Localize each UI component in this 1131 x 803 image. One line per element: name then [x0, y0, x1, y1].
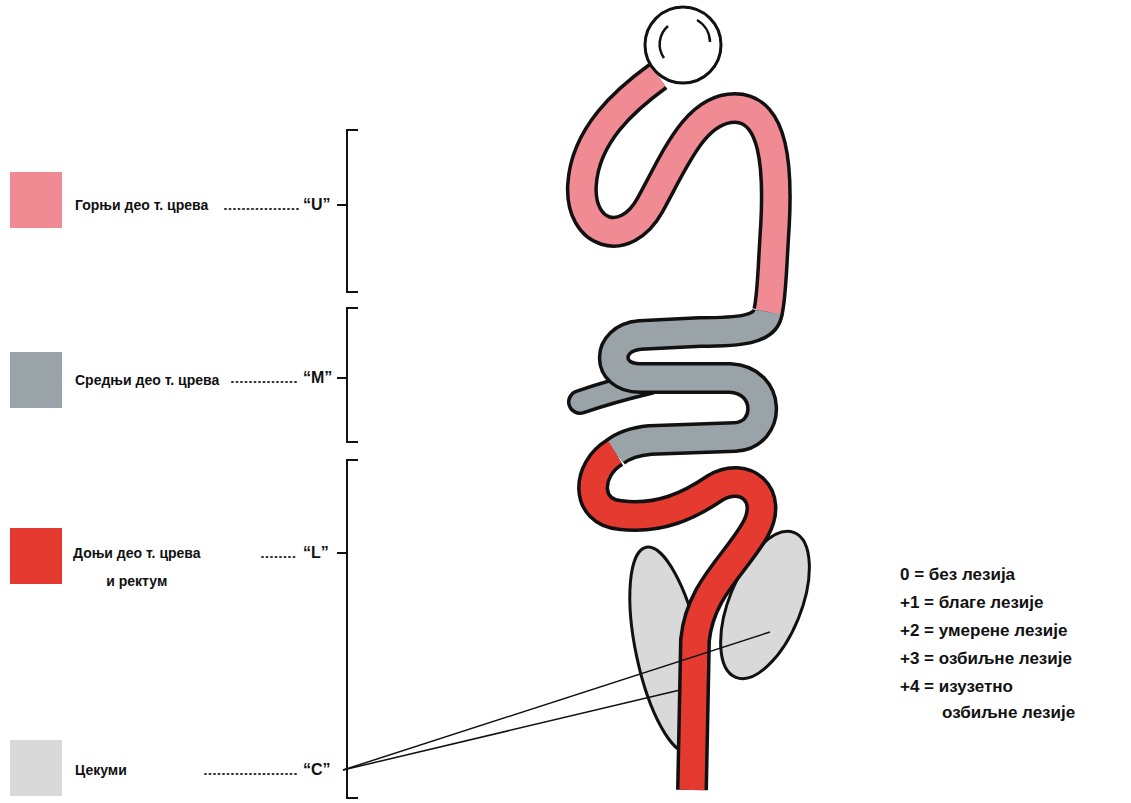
- gizzard: [645, 7, 721, 83]
- legend-swatch: [10, 172, 62, 228]
- score-label: +3 = озбиљне лезије: [900, 648, 1072, 670]
- legend-swatch: [10, 740, 62, 796]
- dotted-leader-l: [262, 556, 298, 558]
- legend-swatch: [10, 528, 62, 584]
- lower-outline: [593, 452, 761, 790]
- score-label: +4 = изузетно озбиљне лезије: [900, 674, 1077, 726]
- upper-outline: [582, 76, 776, 312]
- bracket-middle: [337, 308, 358, 442]
- bracket: [337, 130, 358, 798]
- legend-swatch: [10, 352, 62, 408]
- legend-label: Доњи део т. црева и ректум: [72, 539, 202, 595]
- leader-line: [343, 632, 770, 770]
- dotted-leader-u: [225, 208, 298, 210]
- score-label: +2 = умерене лезије: [900, 620, 1067, 642]
- bracket-lower: [337, 460, 358, 798]
- gizzard-mark: [660, 26, 668, 58]
- gizzard-mark: [697, 20, 710, 42]
- dotted-leader-m: [232, 381, 298, 383]
- upper-intestine: [582, 76, 776, 312]
- leader-left-cecum: [343, 690, 680, 770]
- lower-intestine: [593, 452, 761, 790]
- section-letter: “C”: [303, 760, 331, 781]
- dotted-leader: [205, 209, 298, 774]
- section-letter: “U”: [303, 195, 331, 216]
- dotted-leader-c: [205, 773, 298, 775]
- bracket-upper: [337, 130, 358, 292]
- score-label: +1 = благе лезије: [900, 592, 1043, 614]
- section-letter: “M”: [303, 368, 332, 389]
- section-letter: “L”: [303, 543, 329, 564]
- legend-label: Горњи део т. црева: [75, 196, 208, 214]
- middle-outline: [614, 312, 768, 452]
- legend-label: Цекуми: [75, 761, 127, 779]
- leader-right-cecum: [343, 632, 770, 770]
- legend-label: Средњи део т. црева: [75, 371, 219, 389]
- middle-intestine: [614, 312, 768, 452]
- score-label: 0 = без лезија: [900, 564, 1015, 586]
